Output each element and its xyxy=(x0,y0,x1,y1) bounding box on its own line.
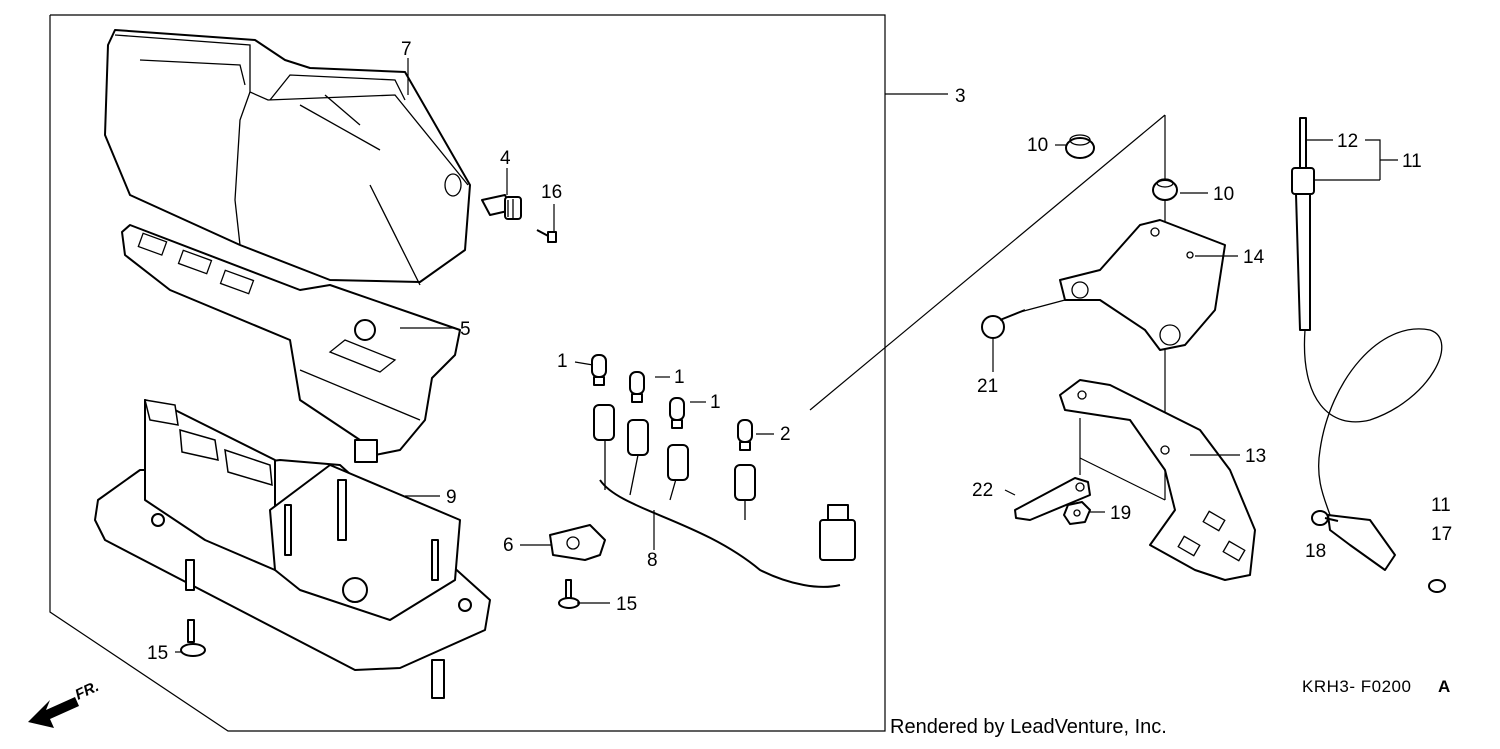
callout-1b: 1 xyxy=(674,367,685,388)
callout-9: 9 xyxy=(446,487,457,508)
screw-left-part xyxy=(180,619,206,657)
callout-4: 4 xyxy=(500,148,511,169)
trip-knob-part xyxy=(481,194,522,220)
bulb-2-part xyxy=(737,419,753,451)
bulb-1c-part xyxy=(669,397,685,429)
callout-11a: 11 xyxy=(1402,151,1422,172)
bracket-group-lines xyxy=(1019,299,1166,501)
bulb-1b-part xyxy=(629,371,645,403)
callout-15b: 15 xyxy=(616,594,637,615)
meter-cover-part xyxy=(104,29,471,286)
drawing-code-text: KRH3- F0200 xyxy=(1302,677,1411,696)
callout-3: 3 xyxy=(955,86,966,107)
callout-18: 18 xyxy=(1305,541,1326,562)
callout-19: 19 xyxy=(1110,503,1131,524)
front-direction-arrow: FR. xyxy=(28,678,102,728)
drawing-code: KRH3- F0200 A xyxy=(1302,677,1451,696)
callout-16: 16 xyxy=(541,182,562,203)
meter-bracket-part xyxy=(1059,219,1226,351)
callout-21: 21 xyxy=(977,376,998,397)
grommet-a-part xyxy=(1065,134,1095,159)
meter-assembly-part xyxy=(121,224,461,463)
screw-part xyxy=(536,229,557,243)
callout-11b: 11 xyxy=(1431,495,1451,516)
clamp-part xyxy=(549,524,606,561)
callout-labels: 7 3 4 16 5 9 6 8 1 1 1 2 15 15 10 10 14 … xyxy=(147,39,1452,664)
oring-17-part xyxy=(1428,579,1446,593)
grommet-b-part xyxy=(1152,178,1178,201)
callout-1a: 1 xyxy=(557,351,568,372)
callout-1c: 1 xyxy=(710,392,721,413)
screw-18-part xyxy=(1311,510,1339,526)
front-direction-label: FR. xyxy=(73,678,102,704)
screw-right-part xyxy=(558,579,580,609)
callout-22: 22 xyxy=(972,480,993,501)
callout-14: 14 xyxy=(1243,247,1265,268)
wire-harness-part xyxy=(593,404,856,588)
callout-5: 5 xyxy=(460,319,471,340)
stay-bracket-part xyxy=(1059,379,1256,581)
callout-15a: 15 xyxy=(147,643,168,664)
speedometer-cable-part xyxy=(1291,117,1443,571)
bolt-21-part xyxy=(981,309,1026,339)
callout-2: 2 xyxy=(780,424,791,445)
plate-22-part xyxy=(1014,477,1091,521)
callout-7: 7 xyxy=(401,39,412,60)
callout-17: 17 xyxy=(1431,524,1452,545)
callout-leaders xyxy=(175,58,1398,653)
bulb-1a-part xyxy=(591,354,607,386)
callout-6: 6 xyxy=(503,535,514,556)
callout-13: 13 xyxy=(1245,446,1266,467)
assembly-boundary xyxy=(49,14,948,732)
callout-10a: 10 xyxy=(1027,135,1048,156)
callout-10b: 10 xyxy=(1213,184,1234,205)
render-credit: Rendered by LeadVenture, Inc. xyxy=(890,716,1167,738)
callout-8: 8 xyxy=(647,550,658,571)
drawing-code-suffix: A xyxy=(1438,677,1451,696)
meter-case-part xyxy=(94,399,491,699)
nut-19-part xyxy=(1063,501,1091,525)
callout-12: 12 xyxy=(1337,131,1358,152)
